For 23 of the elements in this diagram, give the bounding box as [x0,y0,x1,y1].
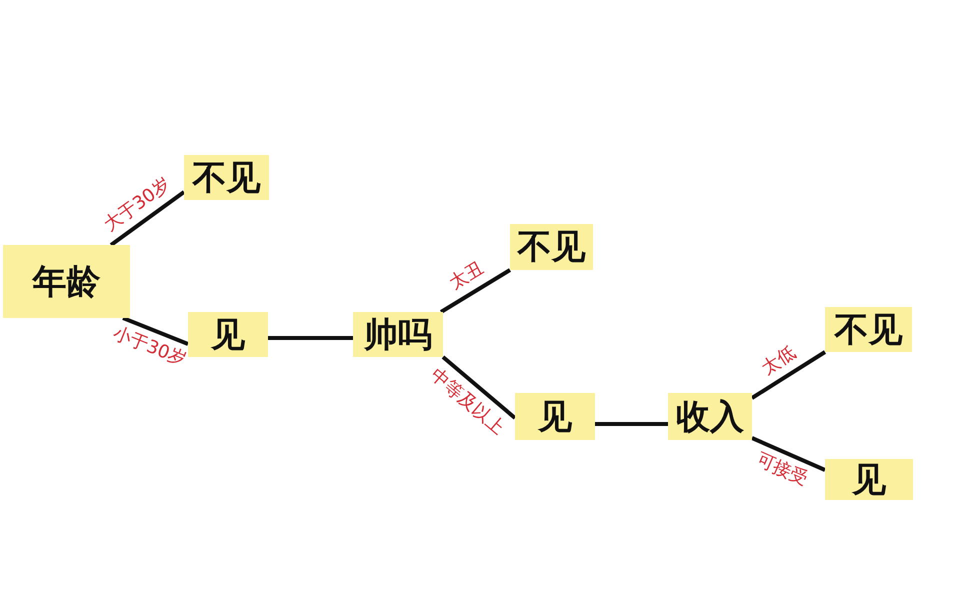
connector-line [750,350,826,400]
edge-label: 可接受 [753,450,810,489]
connector-line [595,422,668,426]
connector-line [268,336,353,340]
edge-label: 大于30岁 [101,174,174,235]
node-box: 见 [825,459,913,500]
node-box: 帅吗 [353,312,443,357]
node-box: 见 [188,312,268,357]
connector-line [440,268,512,314]
edge-label: 小于30岁 [110,324,188,370]
connector-line [122,316,189,346]
node-box: 年龄 [3,245,130,318]
node-box: 不见 [825,307,912,352]
connector-line [442,355,516,420]
edge-label: 太丑 [446,259,487,294]
connector-line [110,190,186,247]
node-box: 收入 [668,393,752,440]
node-box: 不见 [184,155,269,200]
connector-line [751,436,826,472]
node-box: 见 [515,393,595,440]
node-box: 不见 [510,224,593,270]
edge-label: 中等及以上 [426,366,507,438]
edge-label: 太低 [759,343,800,378]
